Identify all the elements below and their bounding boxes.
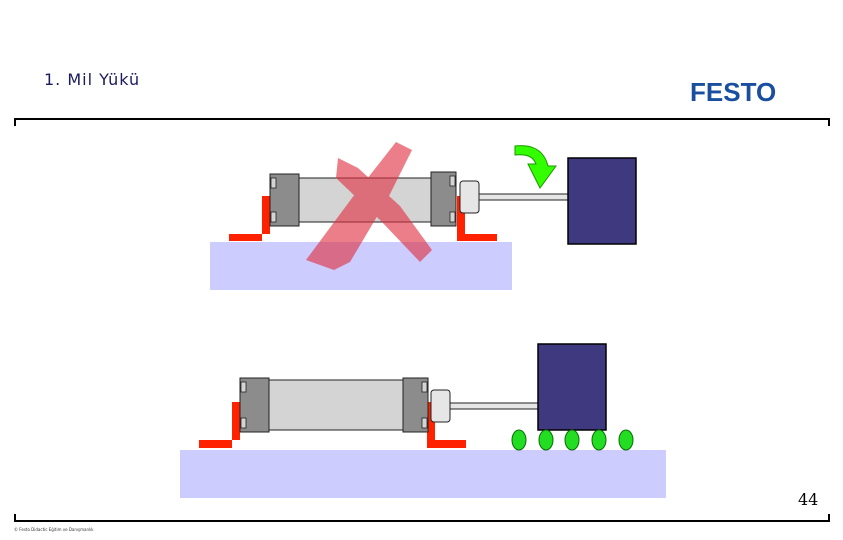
roller [511,429,527,451]
cylinder-top [269,171,570,227]
header-rule-left-tick [14,118,16,126]
curved-arrow-down-icon [514,145,557,189]
table-bottom [180,450,666,498]
cross-mark-icon [306,142,432,270]
support-rollers [511,429,634,451]
rod-bearing [430,389,451,423]
roller [618,429,634,451]
cylinder-barrel [268,379,404,431]
mount-bracket-left [229,196,270,241]
header-rule [14,118,830,120]
load-block [537,343,607,431]
table-top [210,242,512,290]
load-block [567,157,637,245]
festo-logo: FESTO [690,77,812,108]
slide-title: 1. Mil Yükü [44,70,141,89]
scene-wrong [210,142,637,290]
mount-bracket-left [199,402,240,448]
cylinder-bottom [239,377,541,433]
footer-rule-right-tick [828,514,830,522]
roller [591,429,607,451]
festo-logo-text: FESTO [690,80,776,104]
festo-logo-mark: FESTO [690,77,776,107]
scene-correct [180,343,666,498]
roller [538,429,554,451]
piston-rod [449,402,541,410]
piston-rod [478,193,570,201]
footer-rule-left-tick [14,514,16,522]
footer-copyright: © Festo Didactic Eğitim ve Danışmanlık [14,527,94,532]
rod-bearing [459,180,480,214]
footer-rule [14,520,830,522]
page-number: 44 [798,490,819,509]
roller [564,429,580,451]
header-rule-right-tick [828,118,830,126]
